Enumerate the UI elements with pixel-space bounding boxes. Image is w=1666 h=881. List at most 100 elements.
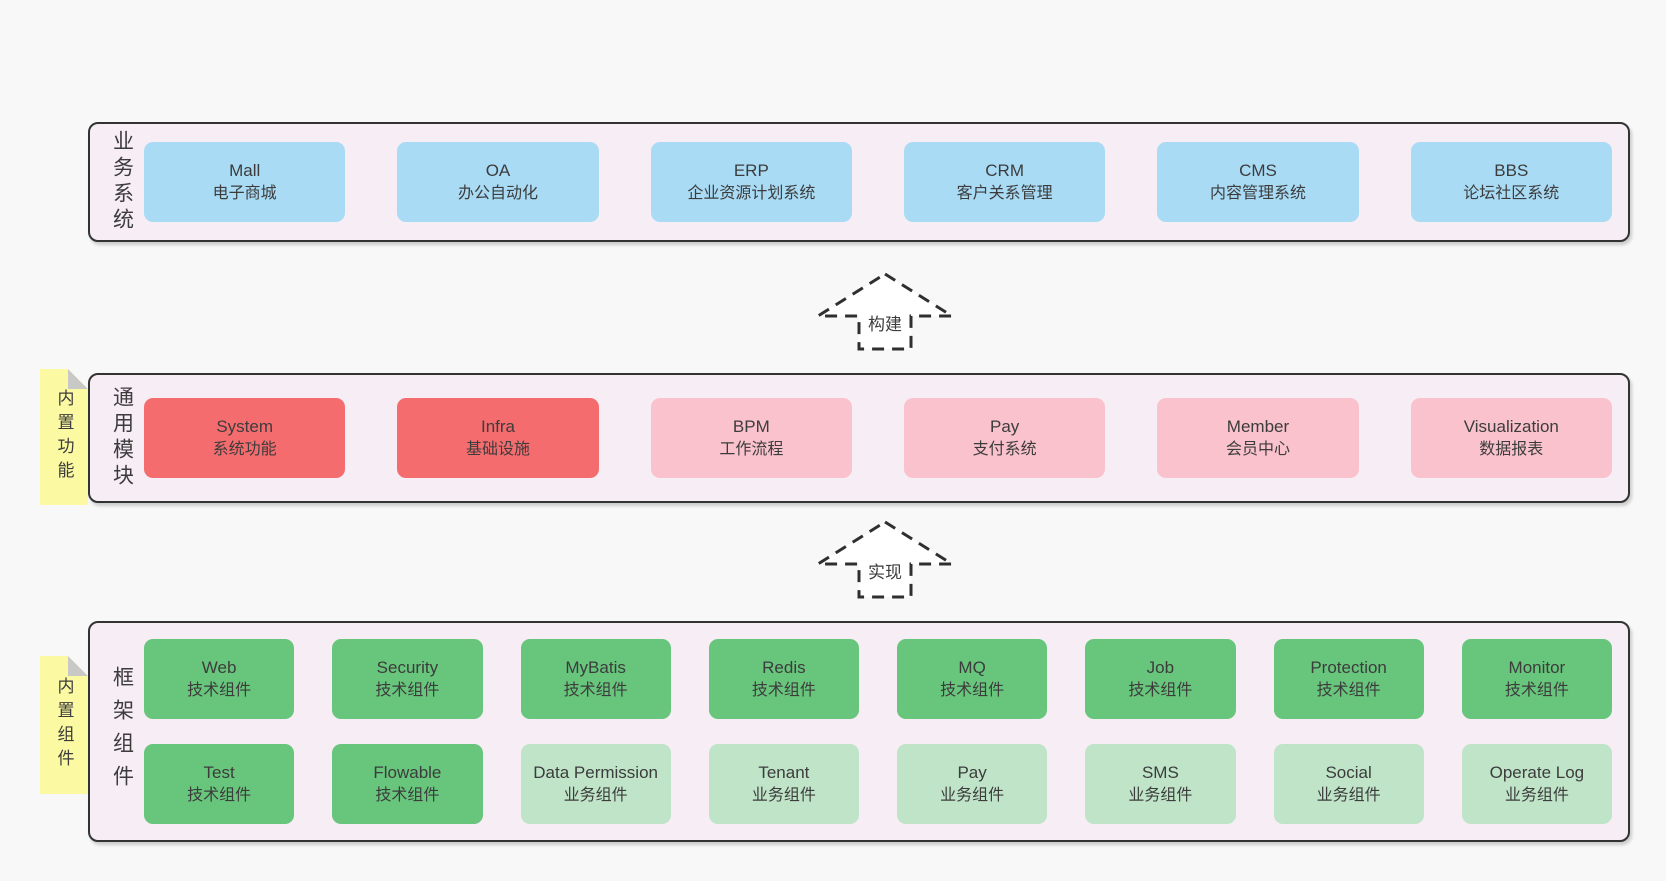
box-job: Job 技术组件 xyxy=(1085,639,1236,719)
box-data-permission: Data Permission 业务组件 xyxy=(520,744,671,824)
box-subtitle: 论坛社区系统 xyxy=(1463,185,1560,203)
box-subtitle: 业务组件 xyxy=(563,787,628,805)
box-name: Redis xyxy=(762,657,806,677)
box-name: Pay xyxy=(957,762,987,782)
folded-corner-icon xyxy=(68,369,88,389)
box-tenant: Tenant 业务组件 xyxy=(708,744,859,824)
box-bbs: BBS 论坛社区系统 xyxy=(1410,142,1612,222)
box-subtitle: 业务组件 xyxy=(940,787,1005,805)
box-subtitle: 支付系统 xyxy=(972,441,1037,459)
box-subtitle: 技术组件 xyxy=(940,682,1005,700)
box-subtitle: 会员中心 xyxy=(1225,441,1290,459)
box-name: Security xyxy=(376,657,439,677)
box-subtitle: 技术组件 xyxy=(375,787,440,805)
box-subtitle: 业务组件 xyxy=(1316,787,1381,805)
box-subtitle: 电子商城 xyxy=(212,185,277,203)
box-oa: OA 办公自动化 xyxy=(397,142,599,222)
layer-business-systems: 业务系统 Mall 电子商城 OA 办公自动化 ERP 企业资源计划系统 CRM 客户关系管理… xyxy=(88,122,1630,242)
box-subtitle: 技术组件 xyxy=(187,682,252,700)
box-pay: Pay 支付系统 xyxy=(903,398,1106,478)
arrow-label: 构建 xyxy=(866,310,904,335)
box-mall: Mall 电子商城 xyxy=(144,142,346,222)
implement-arrow: 实现 xyxy=(815,520,955,600)
sticky-note-built-in-components: 内置组件 xyxy=(40,656,88,794)
box-name: Monitor xyxy=(1508,657,1566,677)
box-name: Protection xyxy=(1310,657,1387,677)
box-pay: Pay 业务组件 xyxy=(897,744,1048,824)
sticky-label: 内置功能 xyxy=(54,389,74,485)
box-subtitle: 技术组件 xyxy=(563,682,628,700)
box-name: Tenant xyxy=(758,762,810,782)
box-monitor: Monitor 技术组件 xyxy=(1461,639,1612,719)
box-subtitle: 业务组件 xyxy=(751,787,816,805)
box-erp: ERP 企业资源计划系统 xyxy=(650,142,852,222)
box-name: Infra xyxy=(480,416,515,436)
box-name: Operate Log xyxy=(1489,762,1585,782)
layer-label: 框架组件 xyxy=(110,665,134,798)
box-name: Data Permission xyxy=(533,762,658,782)
box-subtitle: 技术组件 xyxy=(1128,682,1193,700)
box-name: BBS xyxy=(1494,160,1529,180)
box-subtitle: 内容管理系统 xyxy=(1209,185,1306,203)
box-name: Social xyxy=(1325,762,1372,782)
box-test: Test 技术组件 xyxy=(144,744,295,824)
box-subtitle: 业务组件 xyxy=(1504,787,1569,805)
sticky-label: 内置组件 xyxy=(54,677,74,773)
box-subtitle: 技术组件 xyxy=(187,787,252,805)
arrow-label: 实现 xyxy=(866,558,904,583)
box-name: Test xyxy=(203,762,235,782)
box-subtitle: 技术组件 xyxy=(1316,682,1381,700)
box-name: Member xyxy=(1226,416,1290,436)
box-protection: Protection 技术组件 xyxy=(1273,639,1424,719)
box-name: Mall xyxy=(229,160,261,180)
box-web: Web 技术组件 xyxy=(144,639,295,719)
box-social: Social 业务组件 xyxy=(1273,744,1424,824)
box-subtitle: 技术组件 xyxy=(751,682,816,700)
box-name: Flowable xyxy=(373,762,442,782)
box-operate-log: Operate Log 业务组件 xyxy=(1461,744,1612,824)
box-system: System 系统功能 xyxy=(144,398,346,478)
box-subtitle: 数据报表 xyxy=(1479,441,1544,459)
box-subtitle: 企业资源计划系统 xyxy=(687,185,816,203)
box-name: ERP xyxy=(733,160,769,180)
box-sms: SMS 业务组件 xyxy=(1085,744,1236,824)
box-name: System xyxy=(216,416,273,436)
box-name: Pay xyxy=(990,416,1020,436)
box-member: Member 会员中心 xyxy=(1157,398,1359,478)
box-name: MQ xyxy=(958,657,986,677)
sticky-note-built-in-features: 内置功能 xyxy=(40,369,88,505)
box-subtitle: 系统功能 xyxy=(212,441,277,459)
box-redis: Redis 技术组件 xyxy=(708,639,859,719)
box-visualization: Visualization 数据报表 xyxy=(1410,398,1612,478)
box-subtitle: 业务组件 xyxy=(1128,787,1193,805)
box-name: Web xyxy=(201,657,237,677)
box-crm: CRM 客户关系管理 xyxy=(903,142,1106,222)
box-name: BPM xyxy=(732,416,770,436)
box-name: CRM xyxy=(985,160,1024,180)
folded-corner-icon xyxy=(68,656,88,676)
layer-label: 业务系统 xyxy=(110,130,134,234)
box-subtitle: 客户关系管理 xyxy=(956,185,1053,203)
box-name: Job xyxy=(1146,657,1175,677)
box-subtitle: 办公自动化 xyxy=(457,185,538,203)
box-flowable: Flowable 技术组件 xyxy=(332,744,483,824)
box-name: OA xyxy=(485,160,511,180)
box-name: SMS xyxy=(1141,762,1179,782)
build-arrow: 构建 xyxy=(815,272,955,352)
box-mq: MQ 技术组件 xyxy=(897,639,1048,719)
box-subtitle: 技术组件 xyxy=(1504,682,1569,700)
box-name: Visualization xyxy=(1463,416,1559,436)
